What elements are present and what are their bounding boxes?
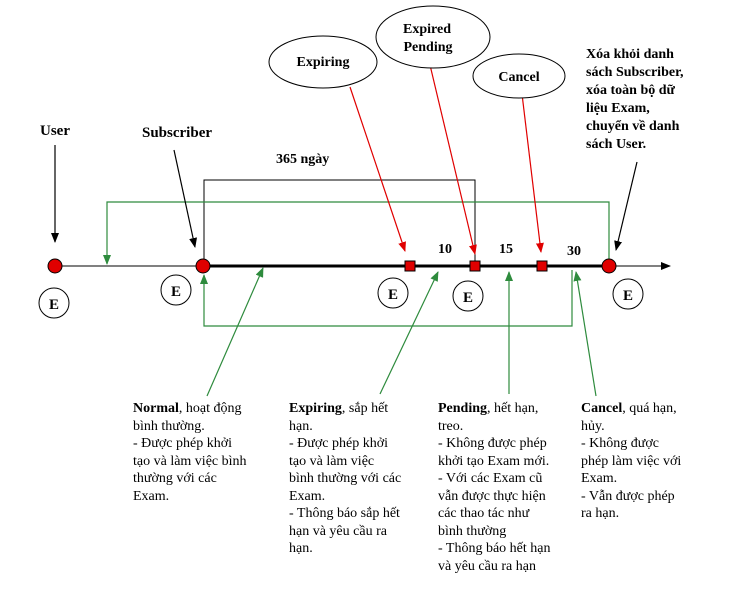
tick-label-30: 30 [567,244,581,259]
expired-pending-bubble-text: Pending [403,40,452,55]
cancel-body: , quá hạn, hủy. - Không được phép làm vi… [581,401,682,521]
renew-loop [200,270,573,327]
expiring-pointer [379,271,439,395]
user-node [47,258,63,274]
expiring-bubble-text: Expiring [297,55,350,70]
event-label: E [388,287,398,303]
cancel-title: Cancel [581,401,623,416]
tick-label-10: 10 [438,242,452,257]
expiring-title: Expiring [289,401,342,416]
expiring-description: Expiring, sắp hết hạn. - Được phép khởi … [289,400,429,558]
event-circle-cancel [612,278,644,310]
pending-marker [469,260,481,272]
expiring-bubble [268,35,378,89]
cancel-bubble [472,53,566,99]
cancel-pointer [573,271,597,397]
user-label: User [40,123,70,139]
expiring-body: , sắp hết hạn. - Được phép khởi tạo và l… [289,401,402,556]
side-note-arrow [614,161,638,251]
tick-label-15: 15 [499,242,513,257]
expired-pending-arrow [429,64,477,255]
event-circle-user [38,287,70,319]
normal-body: , hoạt động bình thường. - Được phép khở… [133,401,247,504]
event-label: E [463,290,473,306]
side-note: Xóa khỏi danh sách Subscriber, xóa toàn … [586,47,684,152]
cancel-arrow [521,93,544,253]
cancel-to-user-loop [103,201,610,265]
normal-pointer [206,267,264,397]
cancel-bubble-text: Cancel [498,70,539,85]
subscriber-arrow [173,149,198,248]
expired-pending-bubble-text: Expired [403,22,451,37]
subscriber-label: Subscriber [142,125,212,141]
cancel-description: Cancel, quá hạn, hủy. - Không được phép … [581,400,731,523]
event-circle-expiring [377,277,409,309]
event-circle-subscriber [160,274,192,306]
normal-title: Normal [133,401,179,416]
pending-title: Pending [438,401,488,416]
event-circle-pending [452,280,484,312]
pending-body: , hết hạn, treo. - Không được phép khởi … [438,401,551,574]
event-label: E [171,284,181,300]
cancel-marker [536,260,548,272]
expiring-marker [404,260,416,272]
pending-description: Pending, hết hạn, treo. - Không được phé… [438,400,580,575]
normal-description: Normal, hoạt động bình thường. - Được ph… [133,400,273,505]
expired-pending-bubble [375,5,491,69]
subscriber-node [195,258,211,274]
event-label: E [49,297,59,313]
period-label: 365 ngày [276,152,329,167]
end-node [601,258,617,274]
period-bracket [203,179,476,264]
expiring-arrow [349,86,406,252]
event-label: E [623,288,633,304]
